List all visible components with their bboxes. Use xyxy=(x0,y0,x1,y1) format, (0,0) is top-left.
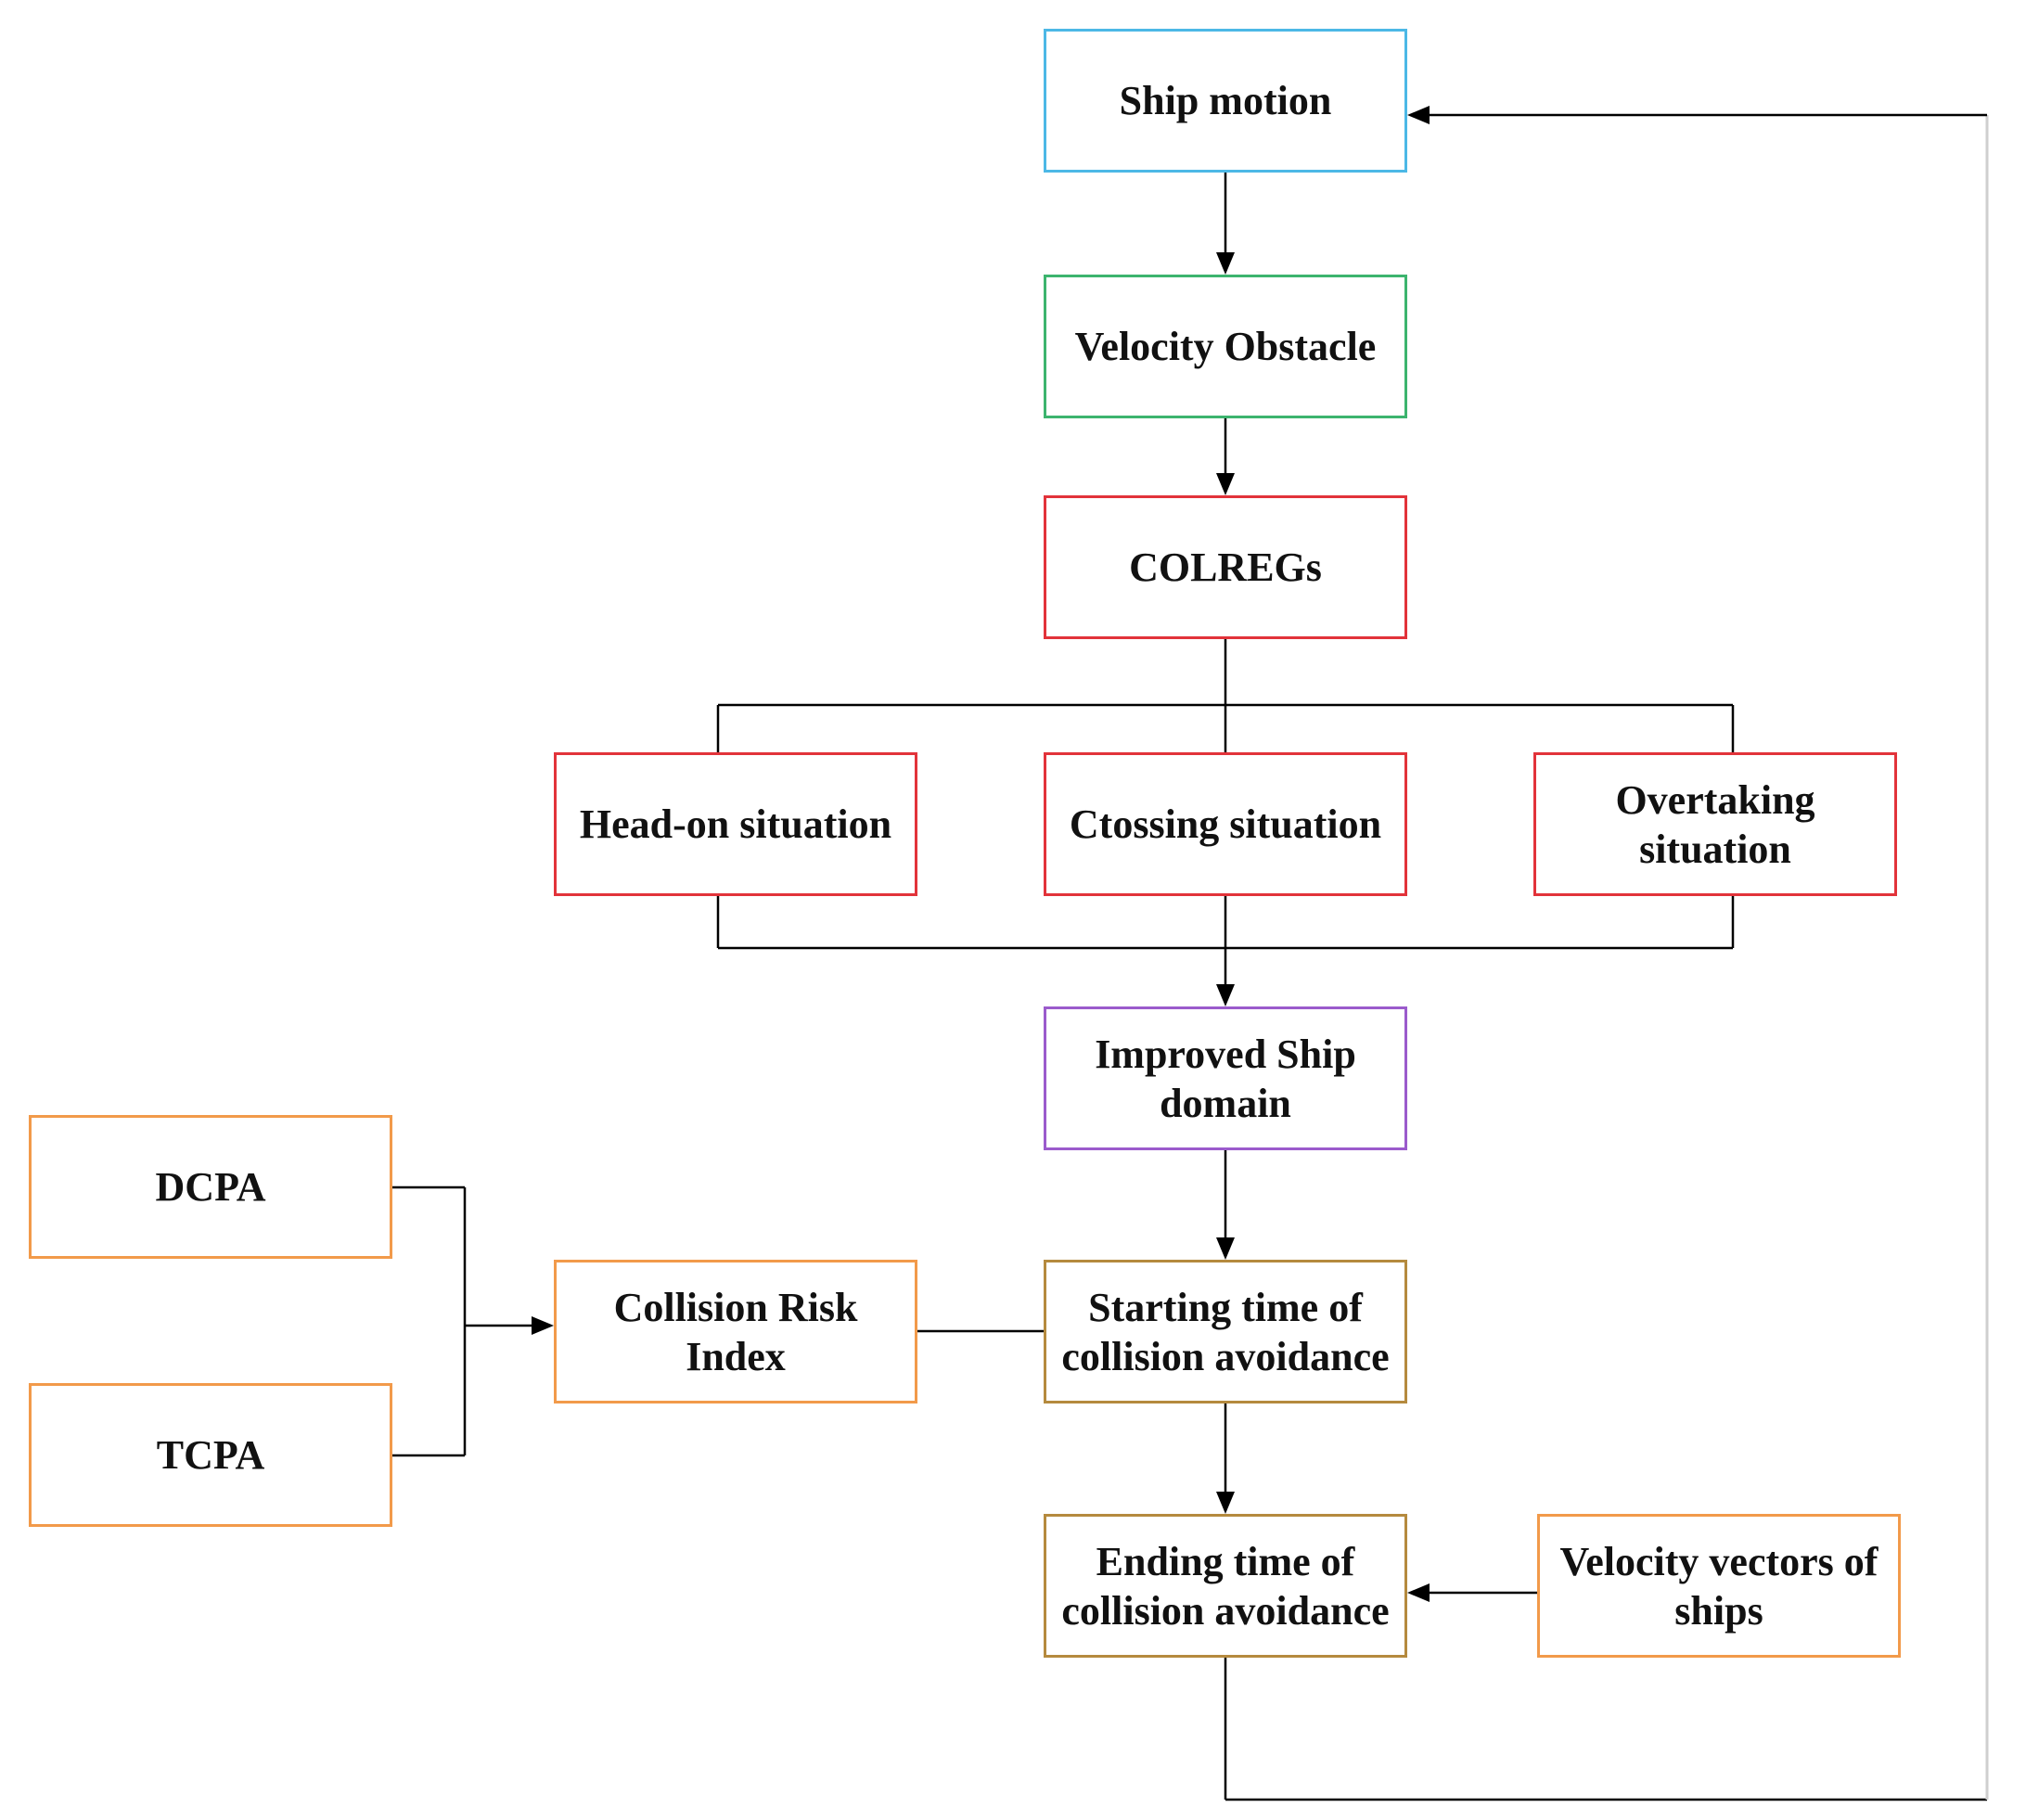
node-label: Velocity vectors of ships xyxy=(1559,1538,1879,1634)
node-dcpa: DCPA xyxy=(29,1115,392,1259)
node-starting-time: Starting time of collision avoidance xyxy=(1044,1260,1407,1403)
edge-dcpa-tcpa-to-cri xyxy=(392,1186,554,1457)
edge-ship-motion-to-velocity-obstacle xyxy=(1216,173,1235,275)
node-label: TCPA xyxy=(156,1432,265,1478)
node-overtaking-situation: Overtaking situation xyxy=(1533,752,1897,896)
edge-velocity-vectors-to-end-time xyxy=(1407,1583,1537,1602)
node-head-on-situation: Head-on situation xyxy=(554,752,917,896)
node-label: Collision Risk Index xyxy=(613,1284,858,1379)
node-velocity-vectors: Velocity vectors of ships xyxy=(1537,1514,1901,1658)
node-label: COLREGs xyxy=(1129,545,1322,590)
node-label: Starting time of collision avoidance xyxy=(1061,1284,1390,1379)
node-label: DCPA xyxy=(155,1164,266,1210)
node-label: Overtaking situation xyxy=(1615,776,1815,872)
node-label: Head-on situation xyxy=(579,801,892,847)
node-label: Ctossing situation xyxy=(1069,801,1382,847)
node-label: Ship motion xyxy=(1119,78,1332,123)
node-label: Ending time of collision avoidance xyxy=(1061,1538,1390,1634)
edge-feedback-loop xyxy=(1224,106,1989,1801)
node-ending-time: Ending time of collision avoidance xyxy=(1044,1514,1407,1658)
node-colregs: COLREGs xyxy=(1044,495,1407,639)
edge-colregs-to-situations xyxy=(716,639,1735,752)
edge-velocity-obstacle-to-colregs xyxy=(1216,418,1235,495)
node-collision-risk-index: Collision Risk Index xyxy=(554,1260,917,1403)
node-tcpa: TCPA xyxy=(29,1383,392,1527)
edge-situations-to-ship-domain xyxy=(716,896,1735,1006)
node-crossing-situation: Ctossing situation xyxy=(1044,752,1407,896)
node-improved-ship-domain: Improved Ship domain xyxy=(1044,1006,1407,1150)
node-label: Improved Ship domain xyxy=(1095,1031,1356,1126)
node-velocity-obstacle: Velocity Obstacle xyxy=(1044,275,1407,418)
node-ship-motion: Ship motion xyxy=(1044,29,1407,173)
edge-ship-domain-to-start-time xyxy=(1216,1150,1235,1260)
edge-start-time-to-end-time xyxy=(1216,1403,1235,1514)
node-label: Velocity Obstacle xyxy=(1074,324,1377,369)
